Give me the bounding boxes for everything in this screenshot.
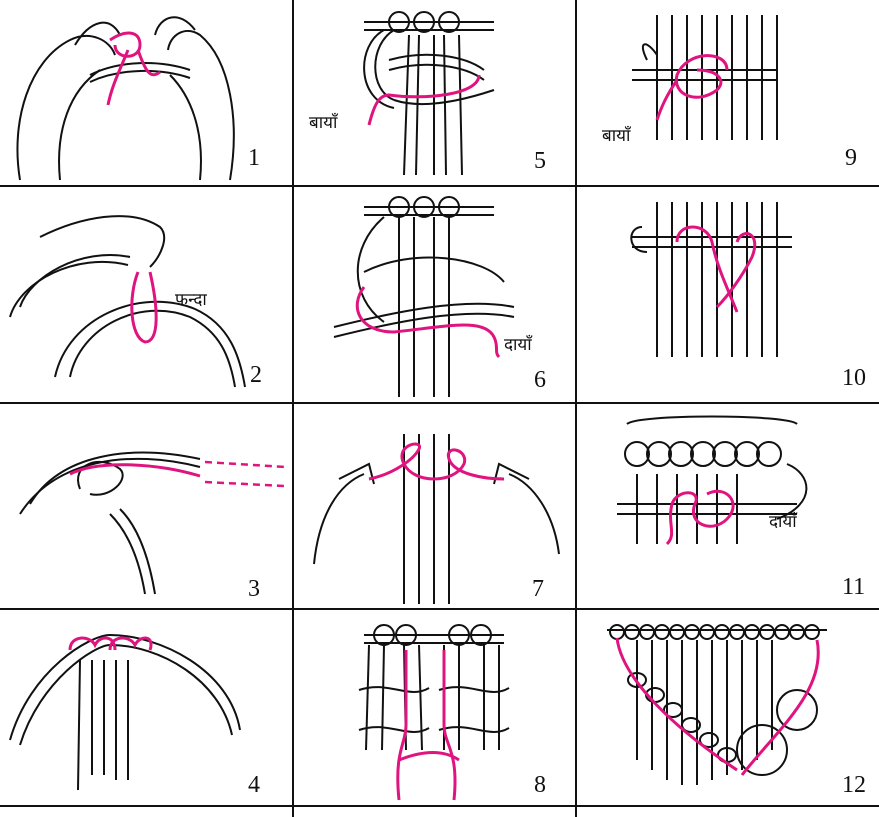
step-number: 3 — [248, 576, 260, 603]
panel-10-right-loop: 10 — [577, 187, 879, 402]
loop-label: फन्दा — [175, 287, 207, 310]
panel-1-tying-knot-by-hand: 1 — [0, 0, 292, 185]
panel-11-right-half-hitch: दायाँ 11 — [577, 404, 879, 608]
step-number: 12 — [842, 772, 866, 799]
grid-divider-bottom — [0, 805, 879, 807]
knot-step-8-illustration — [294, 610, 575, 805]
knot-step-5-illustration — [294, 0, 575, 185]
cord-direction-label: बायाँ — [602, 123, 630, 146]
step-number: 7 — [532, 576, 544, 603]
panel-5-left-cord-over: बायाँ 5 — [294, 0, 575, 185]
step-number: 11 — [842, 574, 865, 601]
panel-12-diagonal-knot-row: 12 — [577, 610, 879, 805]
step-number: 5 — [534, 148, 546, 175]
loop-over-ring-illustration — [0, 187, 292, 402]
knot-step-9-illustration — [577, 0, 879, 185]
knot-step-12-illustration — [577, 610, 879, 805]
step-number: 9 — [845, 145, 857, 172]
panel-7-tighten-knot: 7 — [294, 404, 575, 608]
panel-8-alternating-knots: 8 — [294, 610, 575, 805]
step-number: 1 — [248, 145, 260, 172]
cord-direction-label: दायाँ — [504, 332, 532, 355]
panel-6-right-cord-over: दायाँ 6 — [294, 187, 575, 402]
step-number: 2 — [250, 362, 262, 389]
panel-2-loop-over-ring: फन्दा 2 — [0, 187, 292, 402]
step-number: 10 — [842, 365, 866, 392]
cord-direction-label: बायाँ — [309, 110, 337, 133]
step-number: 8 — [534, 772, 546, 799]
knot-step-11-illustration — [577, 404, 879, 608]
panel-4-finished-knots: 4 — [0, 610, 292, 805]
knot-step-10-illustration — [577, 187, 879, 402]
knot-step-6-illustration — [294, 187, 575, 402]
panel-9-left-loop: बायाँ 9 — [577, 0, 879, 185]
step-number: 6 — [534, 367, 546, 394]
panel-3-knot-on-ring: 3 — [0, 404, 292, 608]
cord-direction-label: दायाँ — [769, 509, 797, 532]
step-number: 4 — [248, 772, 260, 799]
